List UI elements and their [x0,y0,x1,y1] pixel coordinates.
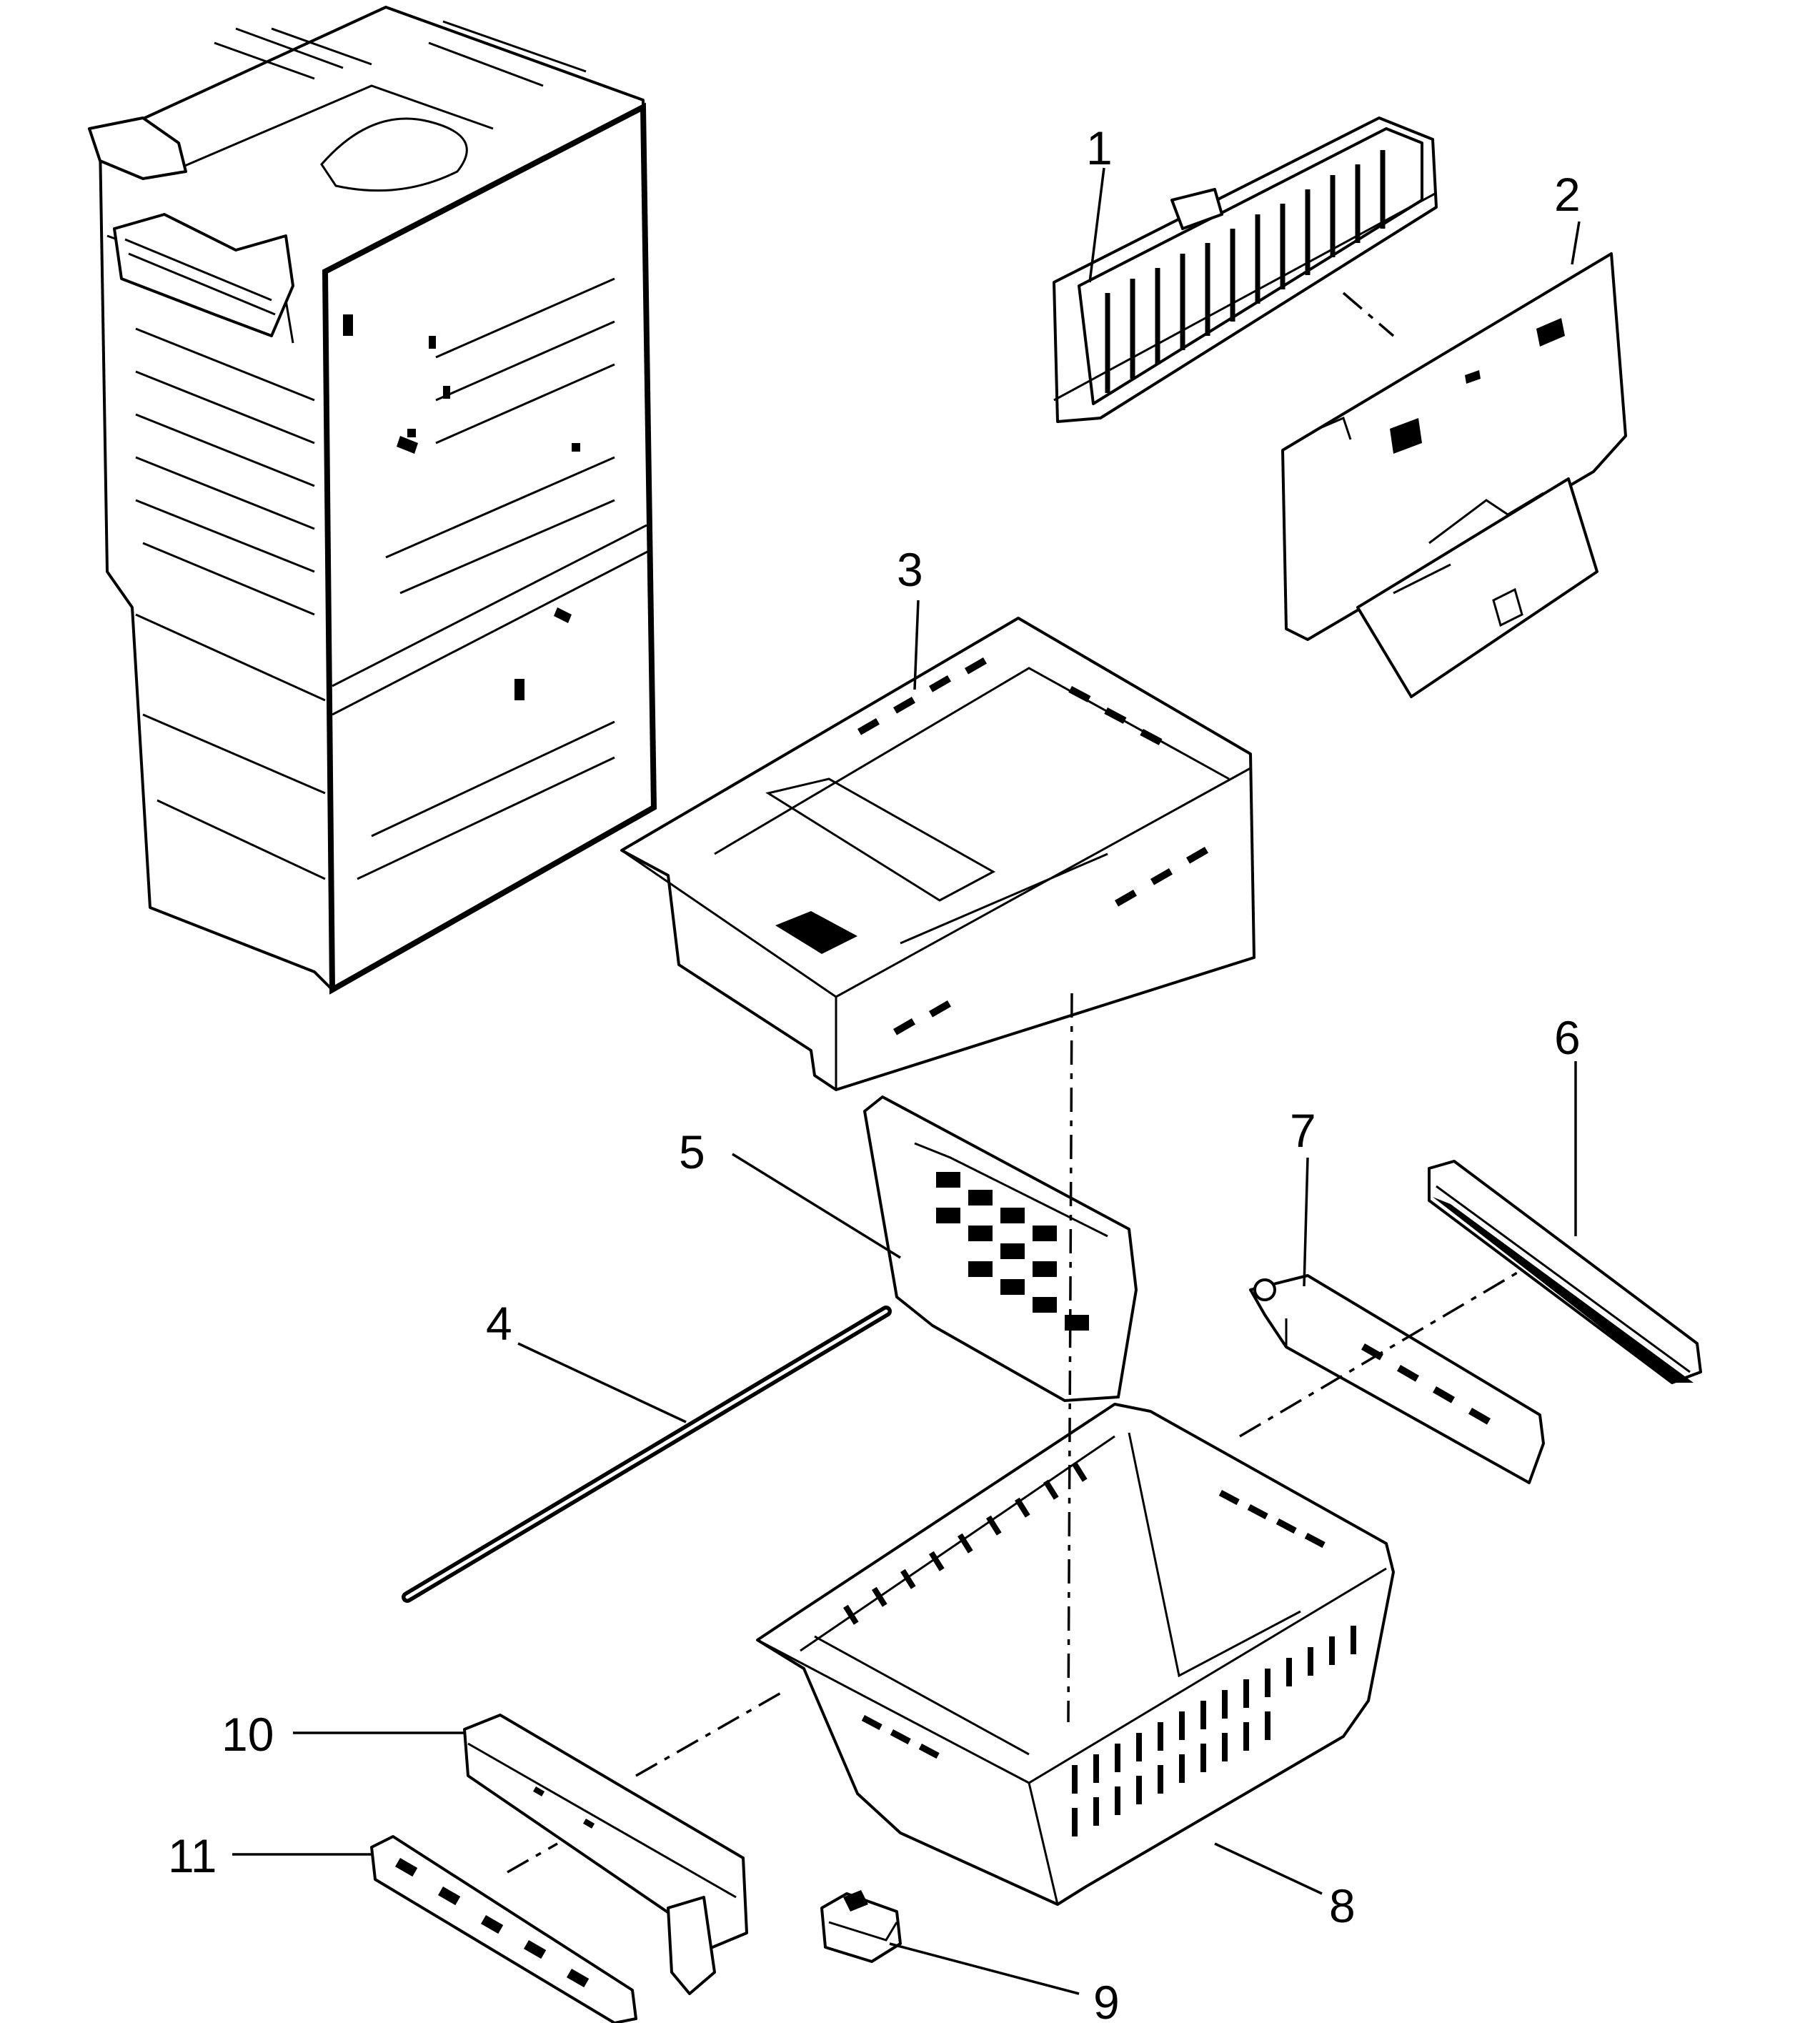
assembly-lines [507,292,1519,1874]
part-8-lower-basket [756,1403,1395,1906]
callout-10: 10 [222,1708,274,1761]
part-4-rod [402,1306,892,1603]
callout-2: 2 [1554,168,1581,221]
part-1-evaporator [1053,116,1438,423]
callout-labels: 1 2 3 4 5 6 7 8 9 10 11 [168,121,1581,2023]
callout-4: 4 [486,1297,512,1350]
callout-5: 5 [679,1125,705,1178]
callout-6: 6 [1554,1011,1581,1064]
callout-1: 1 [1086,121,1113,174]
callout-9: 9 [1093,1976,1120,2023]
part-9-bracket [820,1890,902,1963]
callout-3: 3 [897,543,923,596]
part-3-upper-basket [620,617,1255,1091]
callout-8: 8 [1329,1879,1356,1932]
callout-11: 11 [168,1829,217,1882]
cabinet-damper-bracket [88,116,294,337]
part-11-bottom-bracket [370,1835,637,2023]
part-7-slide-rail [1249,1274,1545,1484]
part-2-evaporator-cover [1281,252,1627,698]
part-6-rail [1428,1160,1702,1384]
part-10-slide-rail [463,1714,748,1995]
callout-7: 7 [1290,1104,1316,1157]
leader-lines [232,167,1581,1995]
part-5-divider [863,1095,1138,1402]
refrigerator-cabinet [88,6,657,995]
